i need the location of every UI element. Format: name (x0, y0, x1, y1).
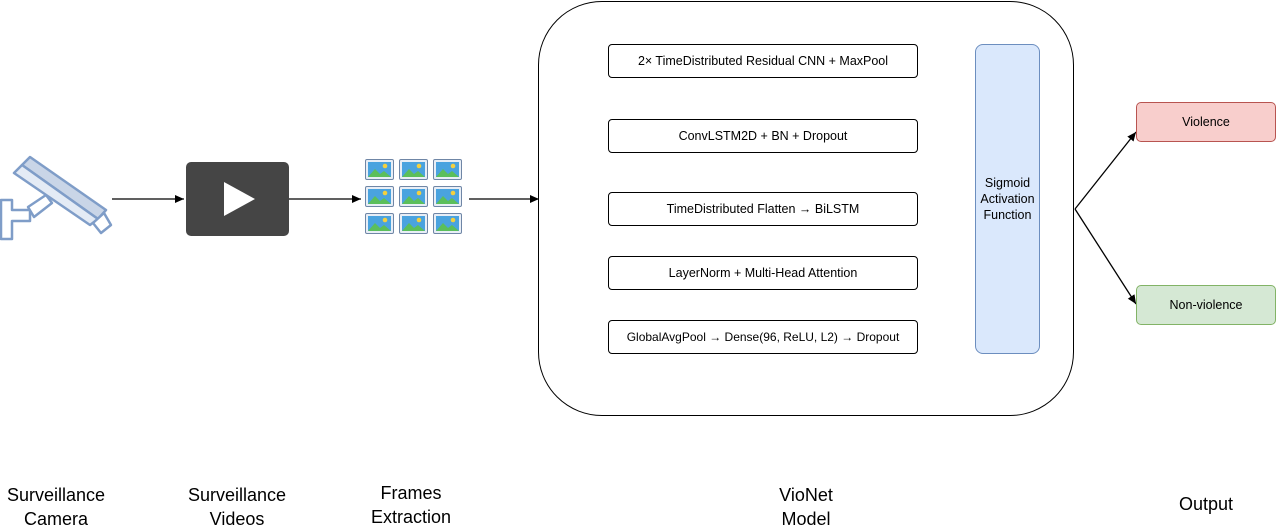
sigmoid-label-line1: Sigmoid (984, 176, 1031, 190)
video-play-icon (186, 162, 289, 236)
layer-flatten-bilstm: TimeDistributed Flatten → BiLSTM (608, 192, 918, 226)
arrow-model-to-violence (1074, 131, 1137, 210)
caption-videos-line2: Videos (209, 509, 265, 529)
caption-camera-line1: Surveillance (6, 485, 106, 505)
frame-image-icon (399, 213, 428, 234)
play-triangle-icon (224, 182, 255, 216)
caption-videos: Surveillance Videos (157, 483, 317, 531)
caption-output-line1: Output (1178, 494, 1234, 514)
sigmoid-label-line2: Activation (980, 192, 1035, 206)
layer-dense-dropout: GlobalAvgPool → Dense(96, ReLU, L2) → Dr… (608, 320, 918, 354)
image-grid-icon (365, 159, 465, 237)
frame-image-icon (433, 213, 462, 234)
output-violence: Violence (1136, 102, 1276, 142)
caption-model-line2: Model (781, 509, 831, 529)
frame-image-icon (433, 186, 462, 207)
frame-image-icon (399, 186, 428, 207)
caption-camera: Surveillance Camera (0, 483, 136, 531)
caption-model-line1: VioNet (779, 485, 833, 505)
caption-frames: Frames Extraction (331, 481, 491, 529)
arrow-model-to-nonviolence (1074, 208, 1137, 305)
sigmoid-label-line3: Function (983, 208, 1032, 222)
sigmoid-activation-block: Sigmoid Activation Function (975, 44, 1040, 354)
frame-image-icon (365, 159, 394, 180)
caption-output: Output (1126, 492, 1276, 516)
caption-model: VioNet Model (726, 483, 886, 531)
caption-videos-line1: Surveillance (187, 485, 287, 505)
layer-convlstm: ConvLSTM2D + BN + Dropout (608, 119, 918, 153)
layer-residual-cnn: 2× TimeDistributed Residual CNN + MaxPoo… (608, 44, 918, 78)
frame-image-icon (433, 159, 462, 180)
caption-frames-line2: Extraction (370, 507, 452, 527)
output-non-violence: Non-violence (1136, 285, 1276, 325)
caption-camera-line2: Camera (23, 509, 89, 529)
layer-attention: LayerNorm + Multi-Head Attention (608, 256, 918, 290)
frame-image-icon (365, 186, 394, 207)
caption-frames-line1: Frames (380, 483, 442, 503)
frame-image-icon (399, 159, 428, 180)
frame-image-icon (365, 213, 394, 234)
cctv-camera-icon (0, 155, 113, 241)
